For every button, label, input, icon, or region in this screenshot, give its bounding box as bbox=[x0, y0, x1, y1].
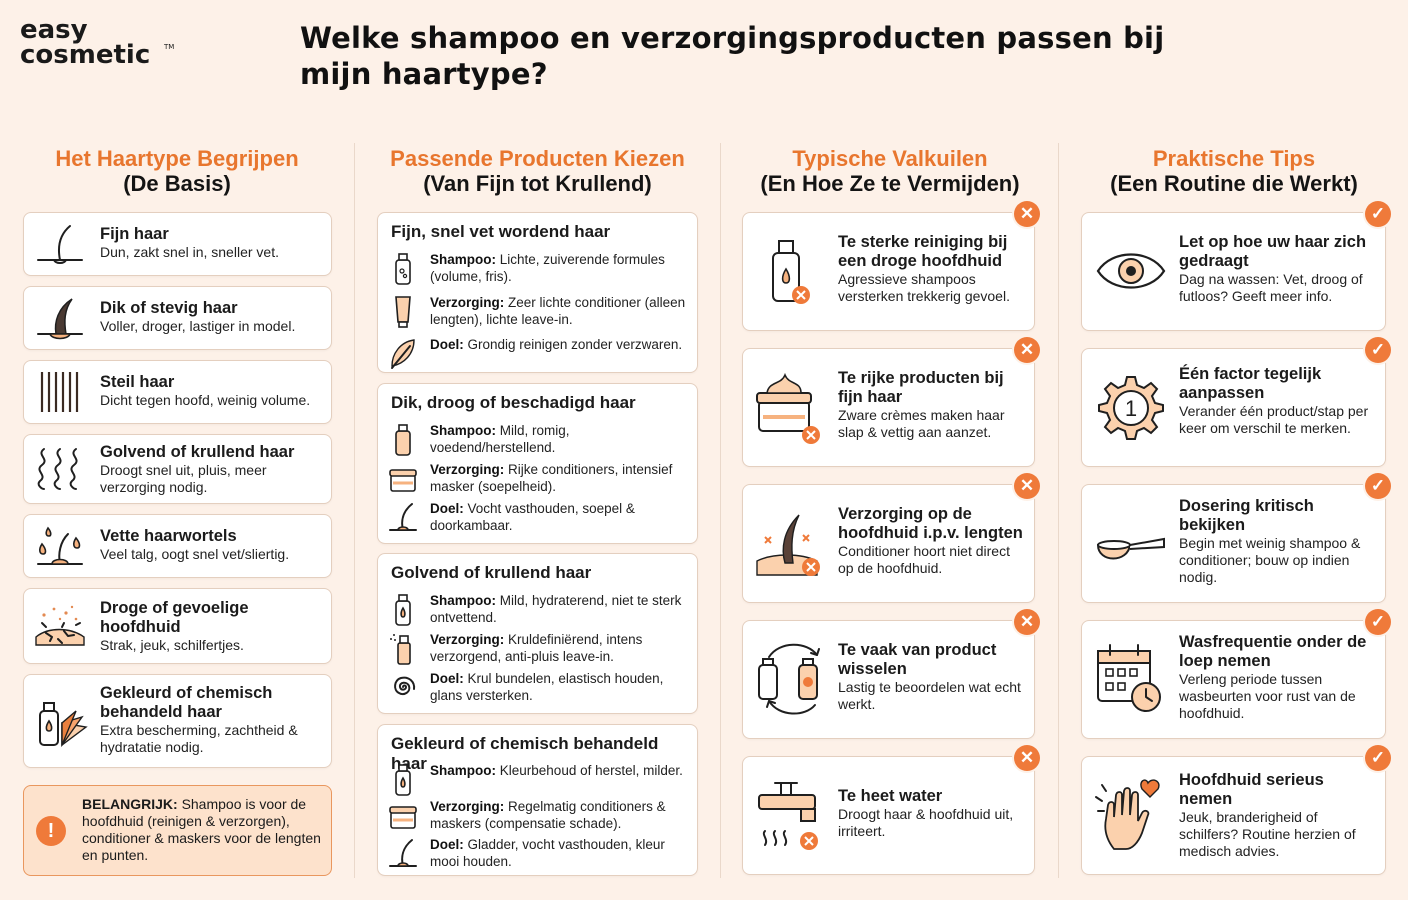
brand-logo: easy cosmetic TM bbox=[20, 16, 190, 68]
close-icon: ✕ bbox=[1014, 745, 1040, 771]
thick-hair-icon bbox=[34, 296, 86, 340]
hand-heart-icon bbox=[1092, 777, 1170, 853]
close-icon: ✕ bbox=[1014, 337, 1040, 363]
column-heading-pitfalls: Typische Valkuilen(En Hoe Ze te Vermijde… bbox=[760, 146, 1020, 196]
column-divider bbox=[720, 143, 721, 878]
strong-shampoo-icon bbox=[755, 229, 837, 309]
page-title: Welke shampoo en verzorgingsproducten pa… bbox=[300, 21, 1165, 91]
column-divider bbox=[354, 143, 355, 878]
check-icon: ✓ bbox=[1365, 201, 1391, 227]
column-heading-products: Passende Producten Kiezen(Van Fijn tot K… bbox=[390, 146, 685, 196]
shampoo-bottle-icon bbox=[388, 251, 418, 285]
rich-cream-icon bbox=[755, 365, 837, 445]
column-heading-tips: Praktische Tips(Een Routine die Werkt) bbox=[1110, 146, 1358, 196]
shampoo-bottle-icon bbox=[388, 592, 418, 626]
straight-hair-icon bbox=[34, 370, 86, 414]
spray-bottle-icon bbox=[388, 631, 418, 665]
hair-strand-icon bbox=[388, 836, 418, 870]
gear-one-icon: 1 bbox=[1092, 369, 1170, 445]
hair-strand-icon bbox=[388, 500, 418, 534]
important-note: ! BELANGRIJK: Shampoo is voor de hoofdhu… bbox=[23, 785, 332, 876]
important-label: BELANGRIJK: bbox=[82, 796, 178, 812]
product-card-title: Golvend of krullend haar bbox=[391, 563, 592, 582]
logo-line2: cosmetic bbox=[20, 40, 150, 68]
dosing-spoon-icon bbox=[1092, 505, 1170, 581]
important-text: Shampoo is voor de hoofdhuid (reinigen &… bbox=[82, 796, 321, 863]
scalp-conditioner-icon bbox=[755, 501, 837, 581]
check-icon: ✓ bbox=[1365, 609, 1391, 635]
check-icon: ✓ bbox=[1365, 337, 1391, 363]
conditioner-tube-icon bbox=[388, 294, 418, 328]
product-card-dry-damaged: Dik, droog of beschadigd haar Shampoo: M… bbox=[377, 383, 698, 544]
dry-scalp-icon bbox=[34, 603, 86, 647]
logo-trademark: TM bbox=[163, 43, 174, 51]
logo-line1: easy bbox=[20, 16, 88, 45]
warning-icon: ! bbox=[36, 816, 66, 846]
eye-icon bbox=[1092, 233, 1170, 309]
curl-spiral-icon bbox=[388, 670, 418, 704]
fine-hair-icon bbox=[34, 222, 86, 266]
color-treated-icon bbox=[34, 697, 90, 749]
calendar-clock-icon bbox=[1092, 641, 1170, 717]
product-card-color-treated: Gekleurd of chemisch behandeld haar Sham… bbox=[377, 724, 698, 876]
pitfall-card-strong-cleansing: ✕ Te sterke reiniging bij een droge hoof… bbox=[742, 201, 1040, 331]
mask-jar-icon bbox=[388, 461, 418, 495]
close-icon: ✕ bbox=[1014, 201, 1040, 227]
oily-roots-icon bbox=[34, 524, 86, 568]
pitfall-card-conditioner-scalp: ✕ Verzorging op de hoofdhuid i.p.v. leng… bbox=[742, 473, 1040, 603]
check-icon: ✓ bbox=[1365, 745, 1391, 771]
product-card-title: Dik, droog of beschadigd haar bbox=[391, 393, 636, 412]
shampoo-bottle-icon bbox=[388, 422, 418, 456]
column-heading-basics: Het Haartype Begrijpen(De Basis) bbox=[55, 146, 299, 196]
product-card-curly: Golvend of krullend haar Shampoo: Mild, … bbox=[377, 553, 698, 714]
switch-products-icon bbox=[755, 637, 837, 717]
curly-hair-icon bbox=[34, 447, 86, 491]
shampoo-bottle-icon bbox=[388, 762, 418, 796]
close-icon: ✕ bbox=[1014, 609, 1040, 635]
hot-water-tap-icon bbox=[755, 773, 837, 853]
mask-jar-icon bbox=[388, 798, 418, 832]
product-card-title: Fijn, snel vet wordend haar bbox=[391, 222, 611, 241]
close-icon: ✕ bbox=[1014, 473, 1040, 499]
svg-text:1: 1 bbox=[1125, 396, 1137, 421]
product-card-fine-oily: Fijn, snel vet wordend haar Shampoo: Lic… bbox=[377, 212, 698, 373]
column-divider bbox=[1058, 143, 1059, 878]
check-icon: ✓ bbox=[1365, 473, 1391, 499]
feather-icon bbox=[388, 336, 418, 370]
